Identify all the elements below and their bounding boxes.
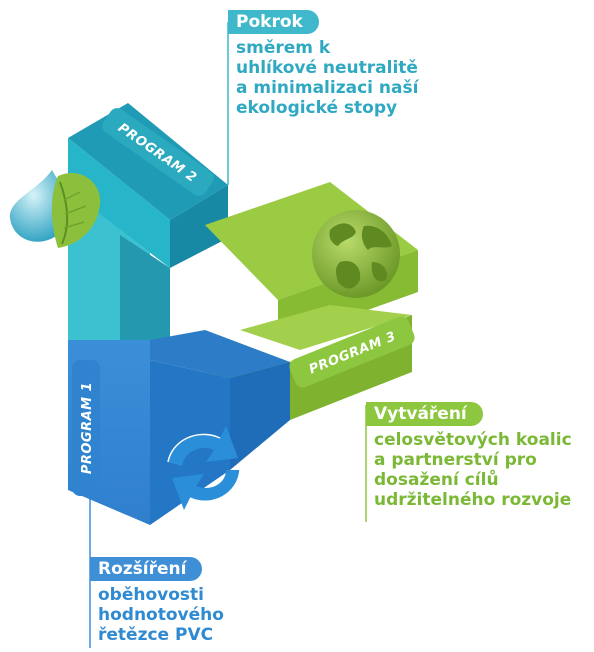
callout-right-title: Vytváření (366, 402, 483, 426)
callout-bottom-body: oběhovosti hodnotového řetězce PVC (90, 585, 224, 645)
callout-top-line: směrem k (236, 38, 331, 58)
program-1-label: PROGRAM 1 (80, 382, 95, 474)
callout-bottom-line: řetězce PVC (98, 625, 214, 645)
recycle-arrows-icon (167, 426, 241, 510)
callout-top-body: směrem k uhlíkové neutralitě a minimaliz… (228, 38, 418, 118)
callout-right-line: a partnerství pro (374, 450, 537, 470)
callout-bottom-title: Rozšíření (90, 557, 203, 581)
callout-right: Vytváření celosvětových koalic a partner… (366, 402, 572, 510)
callout-top: Pokrok směrem k uhlíkové neutralitě a mi… (228, 10, 418, 118)
callout-top-title: Pokrok (228, 10, 319, 34)
callout-top-line: a minimalizaci naší (236, 78, 419, 98)
callout-right-line: dosažení cílů (374, 470, 499, 490)
callout-top-line: uhlíkové neutralitě (236, 58, 418, 78)
program-1-tag: PROGRAM 1 (72, 360, 100, 496)
callout-right-line: celosvětových koalic (374, 430, 572, 450)
callout-top-line: ekologické stopy (236, 98, 398, 118)
callout-bottom-line: hodnotového (98, 605, 224, 625)
callout-right-body: celosvětových koalic a partnerství pro d… (366, 430, 572, 510)
callout-right-line: udržitelného rozvoje (374, 490, 572, 510)
callout-bottom: Rozšíření oběhovosti hodnotového řetězce… (90, 557, 224, 645)
callout-bottom-line: oběhovosti (98, 585, 204, 605)
globe-icon (312, 210, 400, 298)
water-drop-leaf-icon (9, 170, 101, 248)
